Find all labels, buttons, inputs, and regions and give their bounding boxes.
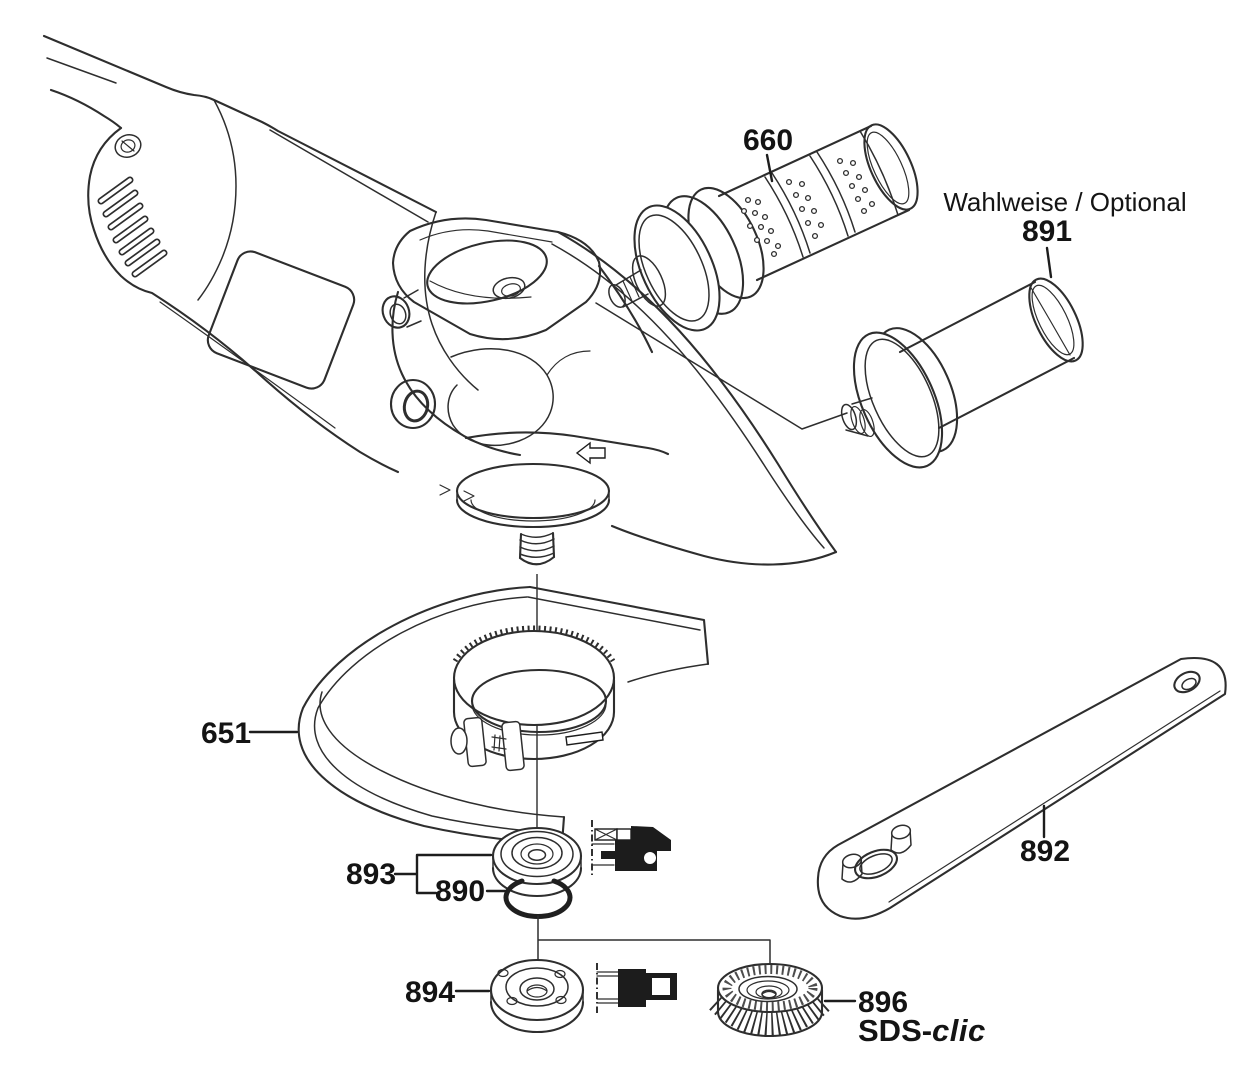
- sds-clic-logo-prefix: SDS-: [858, 1013, 932, 1048]
- pin-wrench-892-drawing: 892: [816, 656, 1227, 920]
- gear-head-drawing: [381, 211, 838, 566]
- flange-cross-section-icon: [591, 820, 671, 877]
- part-number-660: 660: [743, 124, 793, 157]
- spindle-collar: [455, 462, 611, 529]
- wrench-pins: [841, 824, 912, 883]
- angle-grinder-body-drawing: [42, 34, 438, 474]
- threaded-spindle: [518, 531, 556, 566]
- front-mount-hole: [389, 378, 437, 430]
- part-number-896: 896: [858, 986, 908, 1019]
- optional-handle-891-drawing: Wahlweise / Optional 891: [840, 187, 1187, 469]
- handle-891-thread-stud: [840, 397, 875, 438]
- part-number-651: 651: [201, 717, 251, 750]
- vent-grille: [97, 176, 168, 278]
- clamping-nut-894-drawing: 894: [405, 958, 585, 1034]
- clamp-band-slot: [565, 731, 604, 746]
- side-handle-mount-boss: [381, 289, 422, 329]
- leader-line-891: [1045, 246, 1053, 279]
- nut-cross-section-icon: [596, 963, 677, 1013]
- handle-660-thread-stud: [608, 269, 649, 309]
- wheel-guard-651-drawing: 651: [201, 585, 710, 846]
- housing-screw: [114, 133, 142, 159]
- bracket-893-890: [393, 853, 493, 895]
- part-number-892: 892: [1020, 835, 1070, 868]
- optional-note: Wahlweise / Optional: [943, 187, 1186, 217]
- part-number-894: 894: [405, 976, 455, 1009]
- leader-line-660: [765, 153, 774, 183]
- handle-660-grip-dots: [740, 157, 876, 258]
- vibration-handle-660-drawing: 660: [608, 123, 919, 332]
- clamp-screw: [450, 716, 525, 772]
- part-number-893: 893: [346, 858, 396, 891]
- nameplate: [206, 250, 356, 390]
- part-number-890: 890: [435, 875, 485, 908]
- quick-nut-896-drawing: 896 SDS- clic: [709, 962, 986, 1048]
- spindle-lock-arrow-icon: [575, 441, 606, 465]
- sds-clic-logo-suffix: clic: [932, 1013, 986, 1048]
- handle-alignment-line: [595, 302, 848, 430]
- guard-clamp-band: [450, 625, 616, 772]
- backing-flange-893-drawing: 893: [346, 826, 583, 898]
- part-number-891: 891: [1022, 215, 1072, 248]
